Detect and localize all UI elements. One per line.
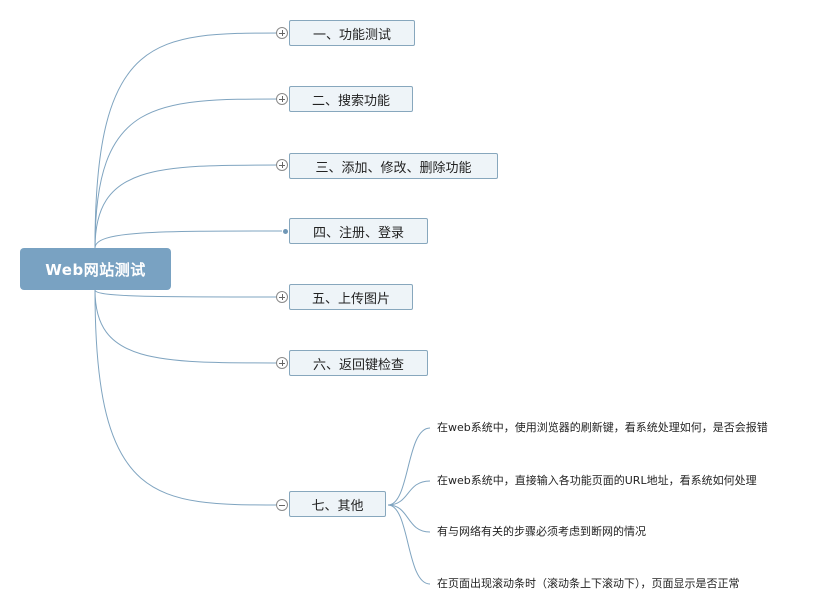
topic-other[interactable]: 七、其他: [289, 491, 386, 517]
branch-line: [94, 98, 283, 249]
expand-icon[interactable]: [276, 159, 288, 171]
branch-line: [94, 289, 283, 298]
topic-label: 一、功能测试: [312, 27, 391, 43]
collapse-icon[interactable]: [276, 499, 288, 511]
topic-functional-test[interactable]: 一、功能测试: [289, 20, 415, 46]
topic-label: 四、注册、登录: [312, 225, 404, 241]
branch-line: [94, 164, 283, 249]
topic-register-login[interactable]: 四、注册、登录: [289, 218, 428, 244]
branch-line: [94, 230, 283, 249]
connector-dot-icon: [283, 229, 288, 234]
topic-upload-image[interactable]: 五、上传图片: [289, 284, 413, 310]
branch-line: [94, 289, 283, 506]
expand-icon[interactable]: [276, 93, 288, 105]
sub-branch-line: [387, 427, 431, 506]
sub-branch-line: [387, 480, 431, 506]
topic-label: 七、其他: [311, 498, 364, 514]
root-topic[interactable]: Web网站测试: [20, 248, 171, 290]
branch-line: [94, 289, 283, 364]
sub-branch-line: [387, 504, 431, 585]
subtopic-browser-refresh[interactable]: 在web系统中，使用浏览器的刷新键，看系统处理如何，是否会报错: [437, 421, 768, 434]
topic-back-button-check[interactable]: 六、返回键检查: [289, 350, 428, 376]
expand-icon[interactable]: [276, 291, 288, 303]
topic-add-edit-delete[interactable]: 三、添加、修改、删除功能: [289, 153, 498, 179]
topic-label: 三、添加、修改、删除功能: [315, 160, 472, 176]
subtopic-network-disconnect[interactable]: 有与网络有关的步骤必须考虑到断网的情况: [437, 525, 646, 538]
expand-icon[interactable]: [276, 357, 288, 369]
topic-search[interactable]: 二、搜索功能: [289, 86, 413, 112]
sub-branch-line: [387, 504, 431, 533]
branch-line: [94, 32, 283, 249]
topic-label: 二、搜索功能: [311, 93, 390, 109]
topic-label: 六、返回键检查: [312, 357, 404, 373]
topic-label: 五、上传图片: [311, 291, 390, 307]
subtopic-scrollbar-display[interactable]: 在页面出现滚动条时（滚动条上下滚动下），页面显示是否正常: [437, 577, 740, 590]
expand-icon[interactable]: [276, 27, 288, 39]
subtopic-direct-url-input[interactable]: 在web系统中，直接输入各功能页面的URL地址，看系统如何处理: [437, 474, 757, 487]
